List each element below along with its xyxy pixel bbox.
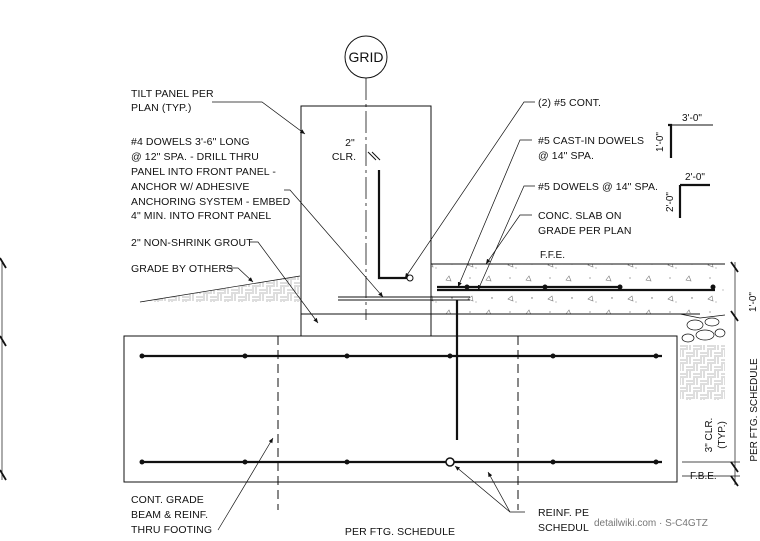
cast-in-dowel — [377, 170, 410, 280]
callout-grade-beam-1: CONT. GRADE — [131, 494, 204, 506]
hook1-horizontal-dim: 3'-0" — [682, 113, 702, 124]
grid-label: GRID — [349, 49, 384, 65]
hook1-vertical-dim: 1'-0" — [655, 132, 666, 152]
callout-tilt-panel-1: TILT PANEL PER — [131, 88, 214, 100]
ffe-label: F.F.E. — [540, 250, 565, 261]
footing-depth-dim: PER FTG. SCHEDULE — [749, 358, 760, 462]
callout-grade-beam-3: THRU FOOTING — [131, 524, 212, 536]
hook2-vertical-dim: 2'-0" — [665, 192, 676, 212]
callout-castin-2: @ 14" SPA. — [538, 150, 594, 162]
callout-grade-beam-2: BEAM & REINF. — [131, 509, 208, 521]
callout-reinf-2: SCHEDUL — [538, 522, 589, 534]
callout-tilt-panel-2: PLAN (TYP.) — [131, 102, 191, 114]
callout-dowel4-5: ANCHORING SYSTEM - EMBED — [131, 196, 291, 208]
footing-bar-dots — [139, 353, 659, 467]
dowel-4 — [338, 296, 470, 301]
callout-reinf-1: REINF. PE — [538, 507, 589, 519]
callout-grade: GRADE BY OTHERS — [131, 263, 233, 275]
callout-dowel4-4: ANCHOR W/ ADHESIVE — [131, 181, 249, 193]
clr-3-value: 3" CLR. — [704, 418, 715, 453]
fbe-label: F.B.E. — [690, 471, 717, 482]
callout-dowel5: #5 DOWELS @ 14" SPA. — [538, 181, 658, 193]
footing — [123, 335, 678, 483]
clr-3-label: (TYP.) — [717, 421, 728, 449]
leaders — [212, 101, 535, 531]
callout-dowel4-2: @ 12" SPA. - DRILL THRU — [131, 151, 259, 163]
callout-cont5: (2) #5 CONT. — [538, 97, 601, 109]
callout-dowel4-3: PANEL INTO FRONT PANEL - — [131, 166, 276, 178]
hook2-horizontal-dim: 2'-0" — [685, 172, 705, 183]
watermark: detailwiki.com · S-C4GTZ — [594, 518, 708, 529]
callout-castin-1: #5 CAST-IN DOWELS — [538, 135, 644, 147]
footing-width-dim: PER FTG. SCHEDULE — [345, 526, 455, 538]
clr-2-value: 2" — [345, 137, 355, 149]
clr-2-label: CLR. — [332, 151, 356, 163]
gravel-base — [681, 317, 726, 343]
slab-depth-dim: 1'-0" — [748, 292, 759, 312]
callout-slab-1: CONC. SLAB ON — [538, 210, 622, 222]
callout-grout: 2" NON-SHRINK GROUT — [131, 237, 253, 249]
callout-dowel4-6: 4" MIN. INTO FRONT PANEL — [131, 210, 271, 222]
callout-dowel4-1: #4 DOWELS 3'-6" LONG — [131, 136, 250, 148]
callout-slab-2: GRADE PER PLAN — [538, 225, 632, 237]
